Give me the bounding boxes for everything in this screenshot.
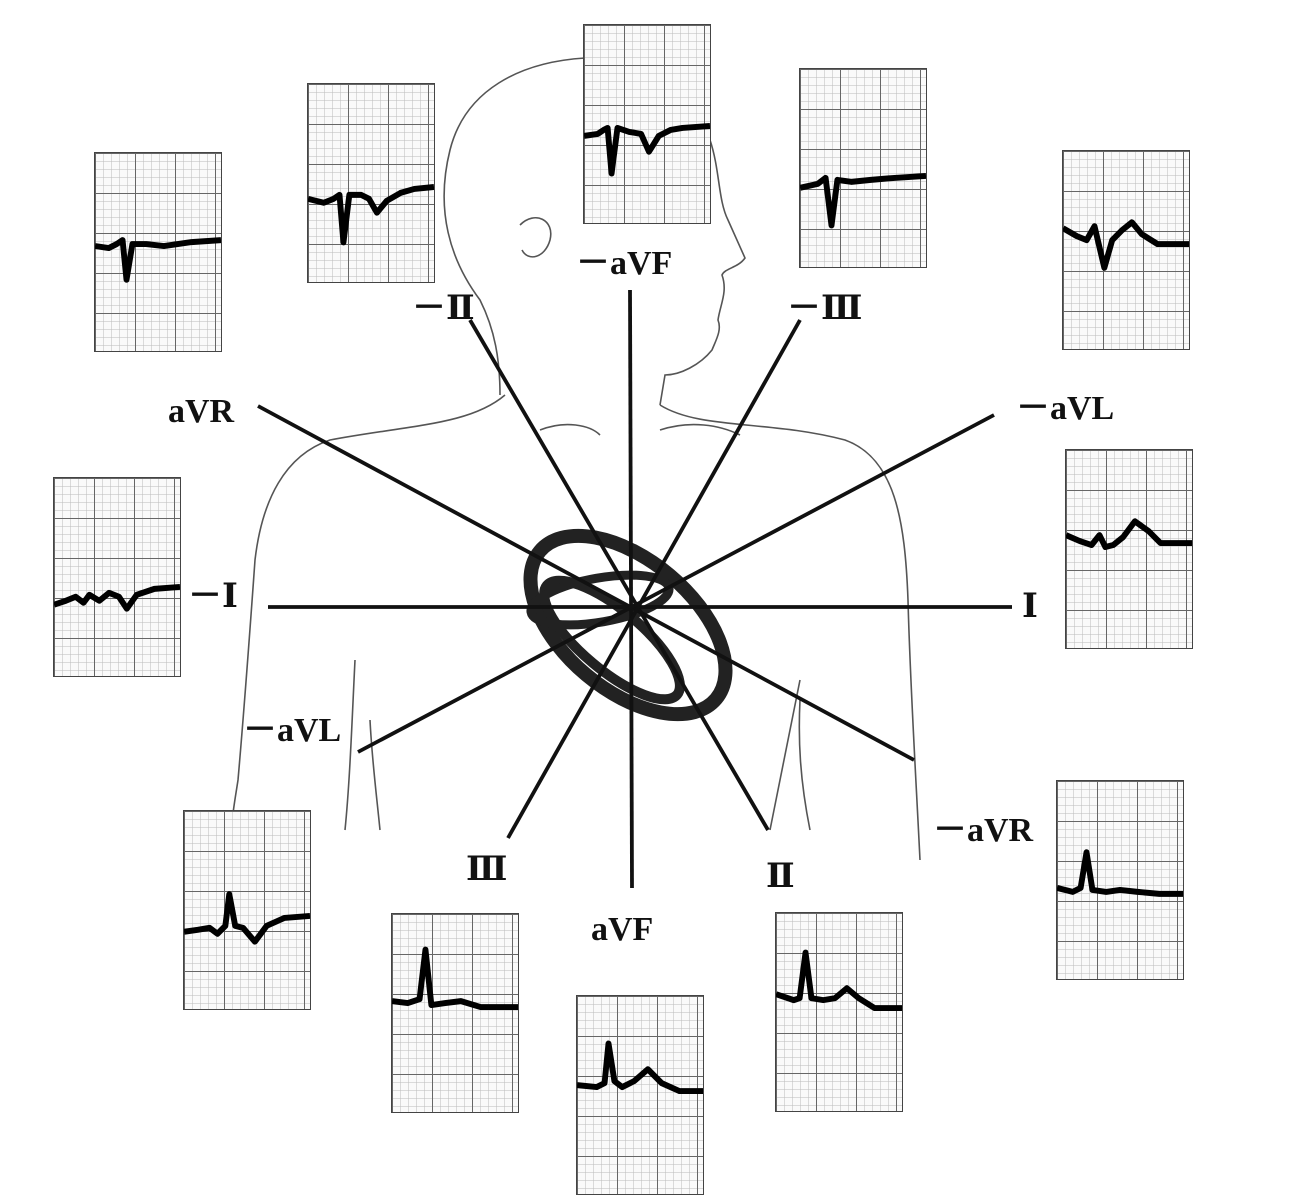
axis-lead-aVL <box>357 413 995 754</box>
label-II: Ⅱ <box>766 858 795 895</box>
label-neg-aVF: －aVF <box>576 245 673 282</box>
ecg-strip-neg-aVL-upper <box>1062 150 1190 350</box>
ecg-strip-I <box>1065 449 1193 649</box>
axis-lead-aVF <box>628 289 634 889</box>
ecg-strip-neg-aVL-lower <box>183 810 311 1010</box>
ecg-strip-neg-III <box>799 68 927 268</box>
label-neg-I: －Ⅰ <box>188 578 238 615</box>
label-aVR: aVR <box>168 393 235 430</box>
label-III: Ⅲ <box>466 851 508 888</box>
label-aVF: aVF <box>591 911 654 948</box>
ecg-strip-neg-I <box>53 477 181 677</box>
label-neg-aVL-left: －aVL <box>243 712 342 749</box>
label-neg-aVR-right: －aVR <box>933 812 1034 849</box>
label-neg-III: －Ⅲ <box>787 290 863 327</box>
axis-lead-III <box>506 319 802 839</box>
ecg-strip-III <box>391 913 519 1113</box>
lead-axes <box>257 289 1012 889</box>
ecg-strip-aVR <box>94 152 222 352</box>
ecg-strip-II <box>775 912 903 1112</box>
axis-lead-aVR <box>257 404 915 762</box>
label-I: Ⅰ <box>1022 588 1038 625</box>
axis-lead-II <box>468 319 770 831</box>
ecg-strip-aVF <box>576 995 704 1195</box>
heart-outer-wall <box>523 528 733 722</box>
label-neg-II: －Ⅱ <box>412 290 475 327</box>
ecg-strip-neg-II <box>307 83 435 283</box>
ecg-strip-neg-aVR <box>1056 780 1184 980</box>
label-neg-aVL-right: －aVL <box>1016 390 1115 427</box>
ecg-strip-neg-aVF <box>583 24 711 224</box>
